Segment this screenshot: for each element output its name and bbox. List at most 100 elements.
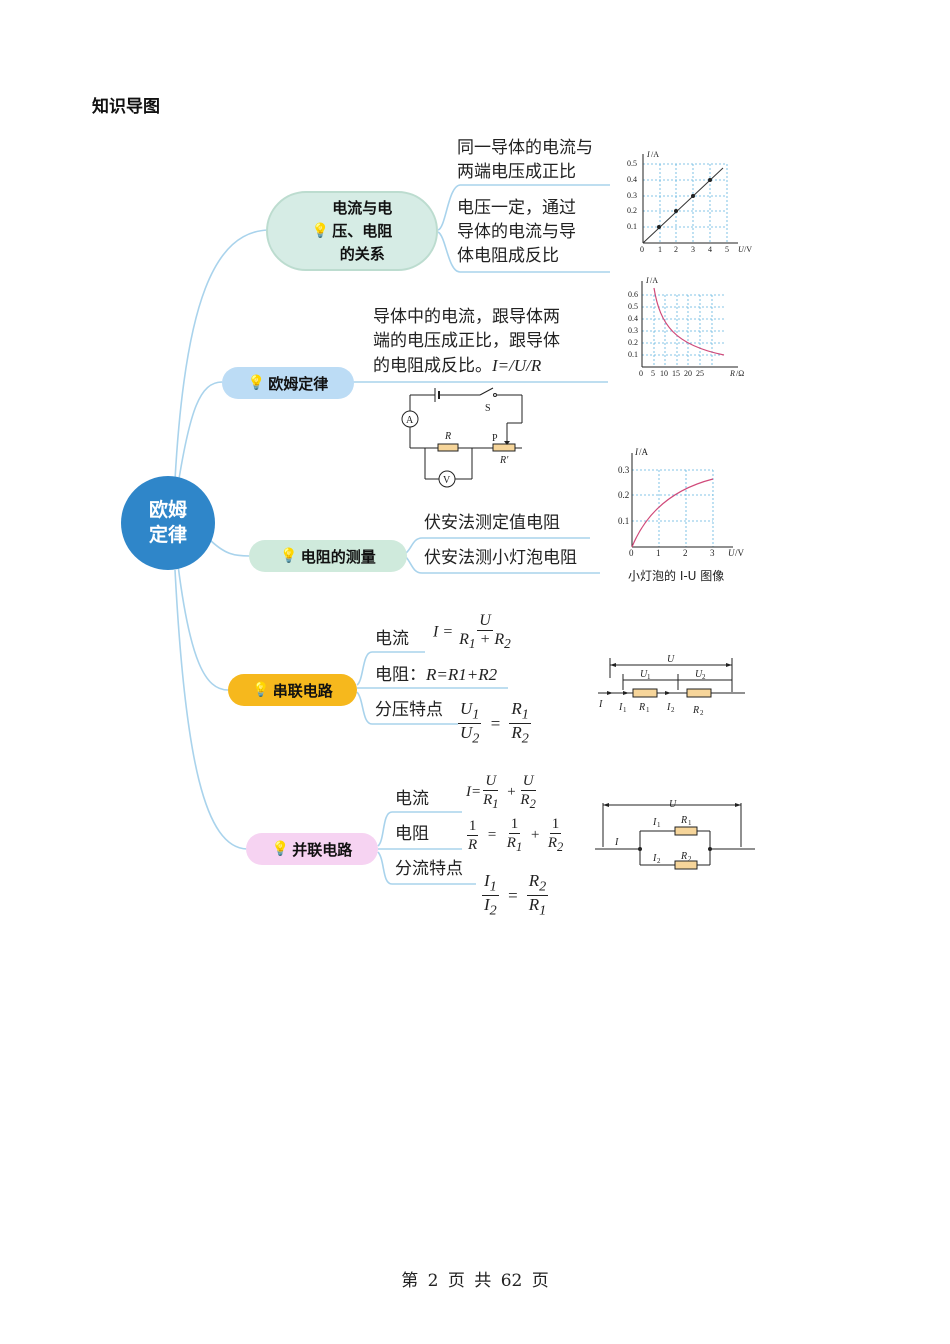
svg-text:R: R xyxy=(692,705,699,716)
svg-text:/A: /A xyxy=(639,447,649,457)
svg-text:I: I xyxy=(666,702,671,713)
svg-text:U: U xyxy=(695,669,703,680)
relation-text-2a: 电压一定，通过 xyxy=(457,198,576,218)
node-parallel-label: 并联电路 xyxy=(292,840,353,859)
center-node[interactable]: 欧姆 定律 xyxy=(121,476,215,570)
svg-text:0: 0 xyxy=(640,245,644,254)
node-measure-label: 电阻的测量 xyxy=(300,547,376,566)
node-series[interactable]: 💡 串联电路 xyxy=(228,674,357,706)
svg-text:R: R xyxy=(638,702,645,713)
svg-text:0.4: 0.4 xyxy=(628,314,638,323)
svg-text:R: R xyxy=(444,431,451,442)
ohm-formula: I=/U/R xyxy=(492,356,542,375)
svg-text:2: 2 xyxy=(683,548,688,558)
svg-text:0.1: 0.1 xyxy=(627,222,637,231)
svg-text:I: I xyxy=(614,837,619,848)
branch-measure xyxy=(207,537,251,557)
center-label-2: 定律 xyxy=(148,524,187,546)
parallel-divider-label: 分流特点 xyxy=(395,859,463,879)
lightbulb-icon: 💡 xyxy=(311,223,330,239)
svg-text:I: I xyxy=(634,447,639,457)
ohm-text-3: 的电阻成反比。 xyxy=(373,356,492,376)
svg-text:0: 0 xyxy=(639,369,643,378)
svg-text:U: U xyxy=(728,548,735,558)
svg-text:25: 25 xyxy=(696,369,704,378)
node-ohm[interactable]: 💡 欧姆定律 xyxy=(222,367,354,399)
svg-text:5: 5 xyxy=(651,369,655,378)
svg-text:A: A xyxy=(406,415,414,426)
svg-text:U: U xyxy=(669,799,677,810)
svg-text:1: 1 xyxy=(647,673,651,681)
svg-text:0.6: 0.6 xyxy=(628,290,638,299)
measure-text-2: 伏安法测小灯泡电阻 xyxy=(424,548,577,568)
svg-text:I: I xyxy=(646,150,650,159)
svg-text:15: 15 xyxy=(672,369,680,378)
svg-text:2: 2 xyxy=(657,857,661,865)
svg-text:R: R xyxy=(680,815,687,826)
branch-parallel xyxy=(174,569,248,850)
svg-text:1: 1 xyxy=(657,821,661,829)
svg-text:2: 2 xyxy=(674,245,678,254)
svg-text:/V: /V xyxy=(744,245,752,254)
svg-text:1: 1 xyxy=(623,706,627,714)
svg-text:0.5: 0.5 xyxy=(628,302,638,311)
svg-text:2: 2 xyxy=(700,709,704,717)
lightbulb-icon: 💡 xyxy=(247,375,266,391)
sub-relation-2 xyxy=(437,231,610,273)
node-parallel[interactable]: 💡 并联电路 xyxy=(246,833,378,865)
svg-text:2: 2 xyxy=(688,855,692,863)
svg-text:0.3: 0.3 xyxy=(627,191,637,200)
svg-text:20: 20 xyxy=(684,369,692,378)
svg-text:S: S xyxy=(485,403,491,414)
svg-text:1: 1 xyxy=(646,706,650,714)
page-footer: 第 2 页 共 62 页 xyxy=(401,1271,549,1291)
series-current-label: 电流 xyxy=(375,629,409,649)
svg-text:2: 2 xyxy=(671,706,675,714)
parallel-resistance-label: 电阻 xyxy=(395,824,429,844)
svg-text:U: U xyxy=(738,245,745,254)
svg-text:0.3: 0.3 xyxy=(618,465,630,475)
svg-text:R: R xyxy=(680,851,687,862)
svg-text:0.1: 0.1 xyxy=(628,350,638,359)
svg-text:U: U xyxy=(667,654,675,665)
node-measure[interactable]: 💡 电阻的测量 xyxy=(249,540,407,572)
svg-text:0.2: 0.2 xyxy=(628,338,638,347)
sub-measure-1 xyxy=(405,537,590,554)
svg-text:I: I xyxy=(618,702,623,713)
ohm-text-3-row: 的电阻成反比。I=/U/R xyxy=(373,354,541,378)
svg-text:/A: /A xyxy=(651,150,659,159)
svg-text:0.1: 0.1 xyxy=(618,516,629,526)
node-relation-line2: 压、电阻 xyxy=(332,221,393,240)
node-relation-line1: 电流与电 xyxy=(332,198,393,217)
ohm-text-2: 端的电压成正比，跟导体 xyxy=(373,331,560,351)
branch-relation xyxy=(174,229,269,481)
svg-text:4: 4 xyxy=(708,245,712,254)
lightbulb-icon: 💡 xyxy=(271,841,290,857)
relation-text-2c: 体电阻成反比 xyxy=(457,246,559,266)
svg-text:P: P xyxy=(492,433,498,444)
svg-text:1: 1 xyxy=(688,819,692,827)
sub-series-3 xyxy=(356,691,458,725)
relation-text-1b: 两端电压成正比 xyxy=(457,162,576,182)
svg-text:I: I xyxy=(645,276,649,285)
branch-series xyxy=(177,564,229,691)
svg-text:I: I xyxy=(652,817,657,828)
svg-text:3: 3 xyxy=(691,245,695,254)
svg-text:5: 5 xyxy=(725,245,729,254)
svg-text:0.2: 0.2 xyxy=(618,490,629,500)
svg-text:R: R xyxy=(729,369,735,378)
sub-parallel-3 xyxy=(377,851,476,885)
svg-text:10: 10 xyxy=(660,369,668,378)
parallel-current-label: 电流 xyxy=(395,789,429,809)
center-label-1: 欧姆 xyxy=(148,499,187,521)
node-relation[interactable]: 💡 电流与电 压、电阻 的关系 xyxy=(266,191,438,271)
svg-text:0.3: 0.3 xyxy=(628,326,638,335)
